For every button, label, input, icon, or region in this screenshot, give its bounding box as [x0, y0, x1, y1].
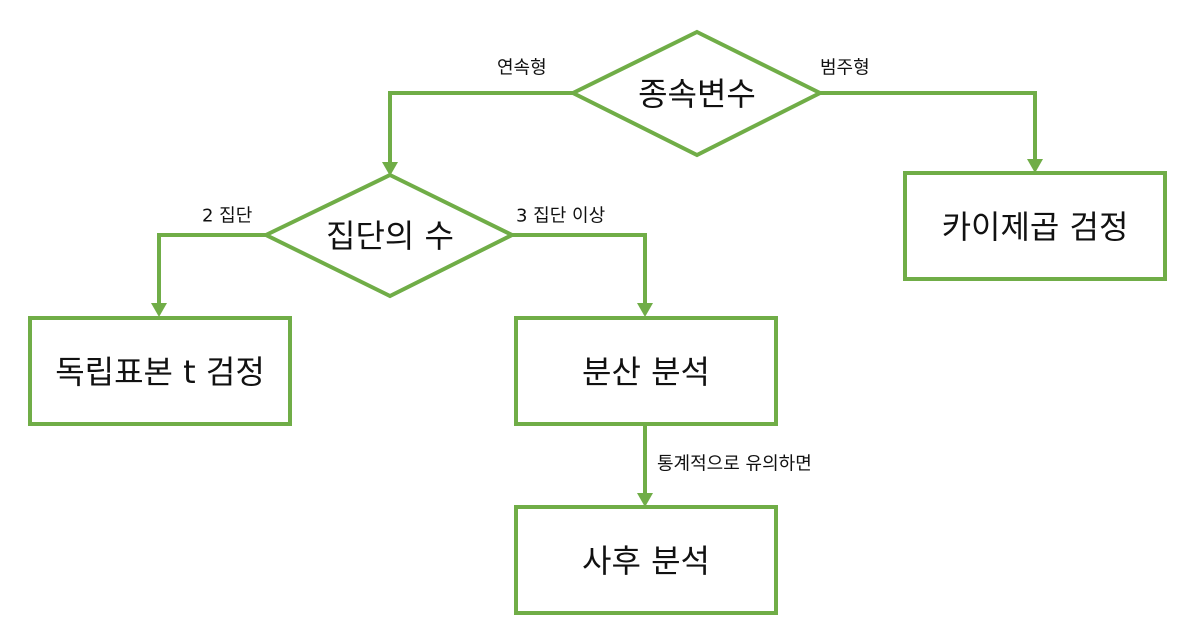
arrowhead-categorical — [1027, 159, 1043, 173]
box-chi-square: 카이제곱 검정 — [903, 171, 1167, 281]
arrowhead-three-plus — [637, 303, 653, 317]
edge-label-two-groups: 2 집단 — [202, 206, 252, 227]
diamond-num-groups — [261, 172, 517, 299]
label-chi-square: 카이제곱 검정 — [942, 208, 1129, 246]
rect-anova — [514, 316, 778, 426]
decision-dependent-variable: 종속변수 — [568, 29, 825, 158]
arrowhead-continuous — [382, 162, 398, 176]
rect-chi-square — [903, 171, 1167, 281]
rect-independent-t — [28, 316, 292, 426]
box-post-hoc: 사후 분석 — [514, 505, 778, 615]
label-independent-t: 독립표본 t 검정 — [55, 353, 265, 391]
edge-label-categorical: 범주형 — [820, 58, 870, 79]
arrowhead-if-significant — [637, 493, 653, 507]
edge-labels: 연속형 범주형 2 집단 3 집단 이상 통계적으로 유의하면 — [202, 58, 870, 475]
edge-label-three-plus: 3 집단 이상 — [516, 206, 605, 227]
decision-num-groups: 집단의 수 — [261, 172, 517, 299]
connector-categorical — [820, 91, 1037, 163]
rect-post-hoc — [514, 505, 778, 615]
edge-label-continuous: 연속형 — [497, 58, 547, 79]
connector-two-groups — [157, 233, 266, 307]
label-anova: 분산 분석 — [582, 353, 710, 391]
arrowhead-two-groups — [151, 303, 167, 317]
label-num-groups: 집단의 수 — [326, 217, 454, 255]
diamond-dependent-variable — [568, 29, 825, 158]
label-post-hoc: 사후 분석 — [582, 542, 710, 580]
connectors — [151, 91, 1043, 507]
connector-continuous — [388, 91, 573, 166]
box-anova: 분산 분석 — [514, 316, 778, 426]
label-dependent-variable: 종속변수 — [638, 75, 756, 113]
box-independent-t: 독립표본 t 검정 — [28, 316, 292, 426]
connector-three-plus — [512, 233, 647, 307]
edge-label-if-significant: 통계적으로 유의하면 — [657, 454, 812, 475]
